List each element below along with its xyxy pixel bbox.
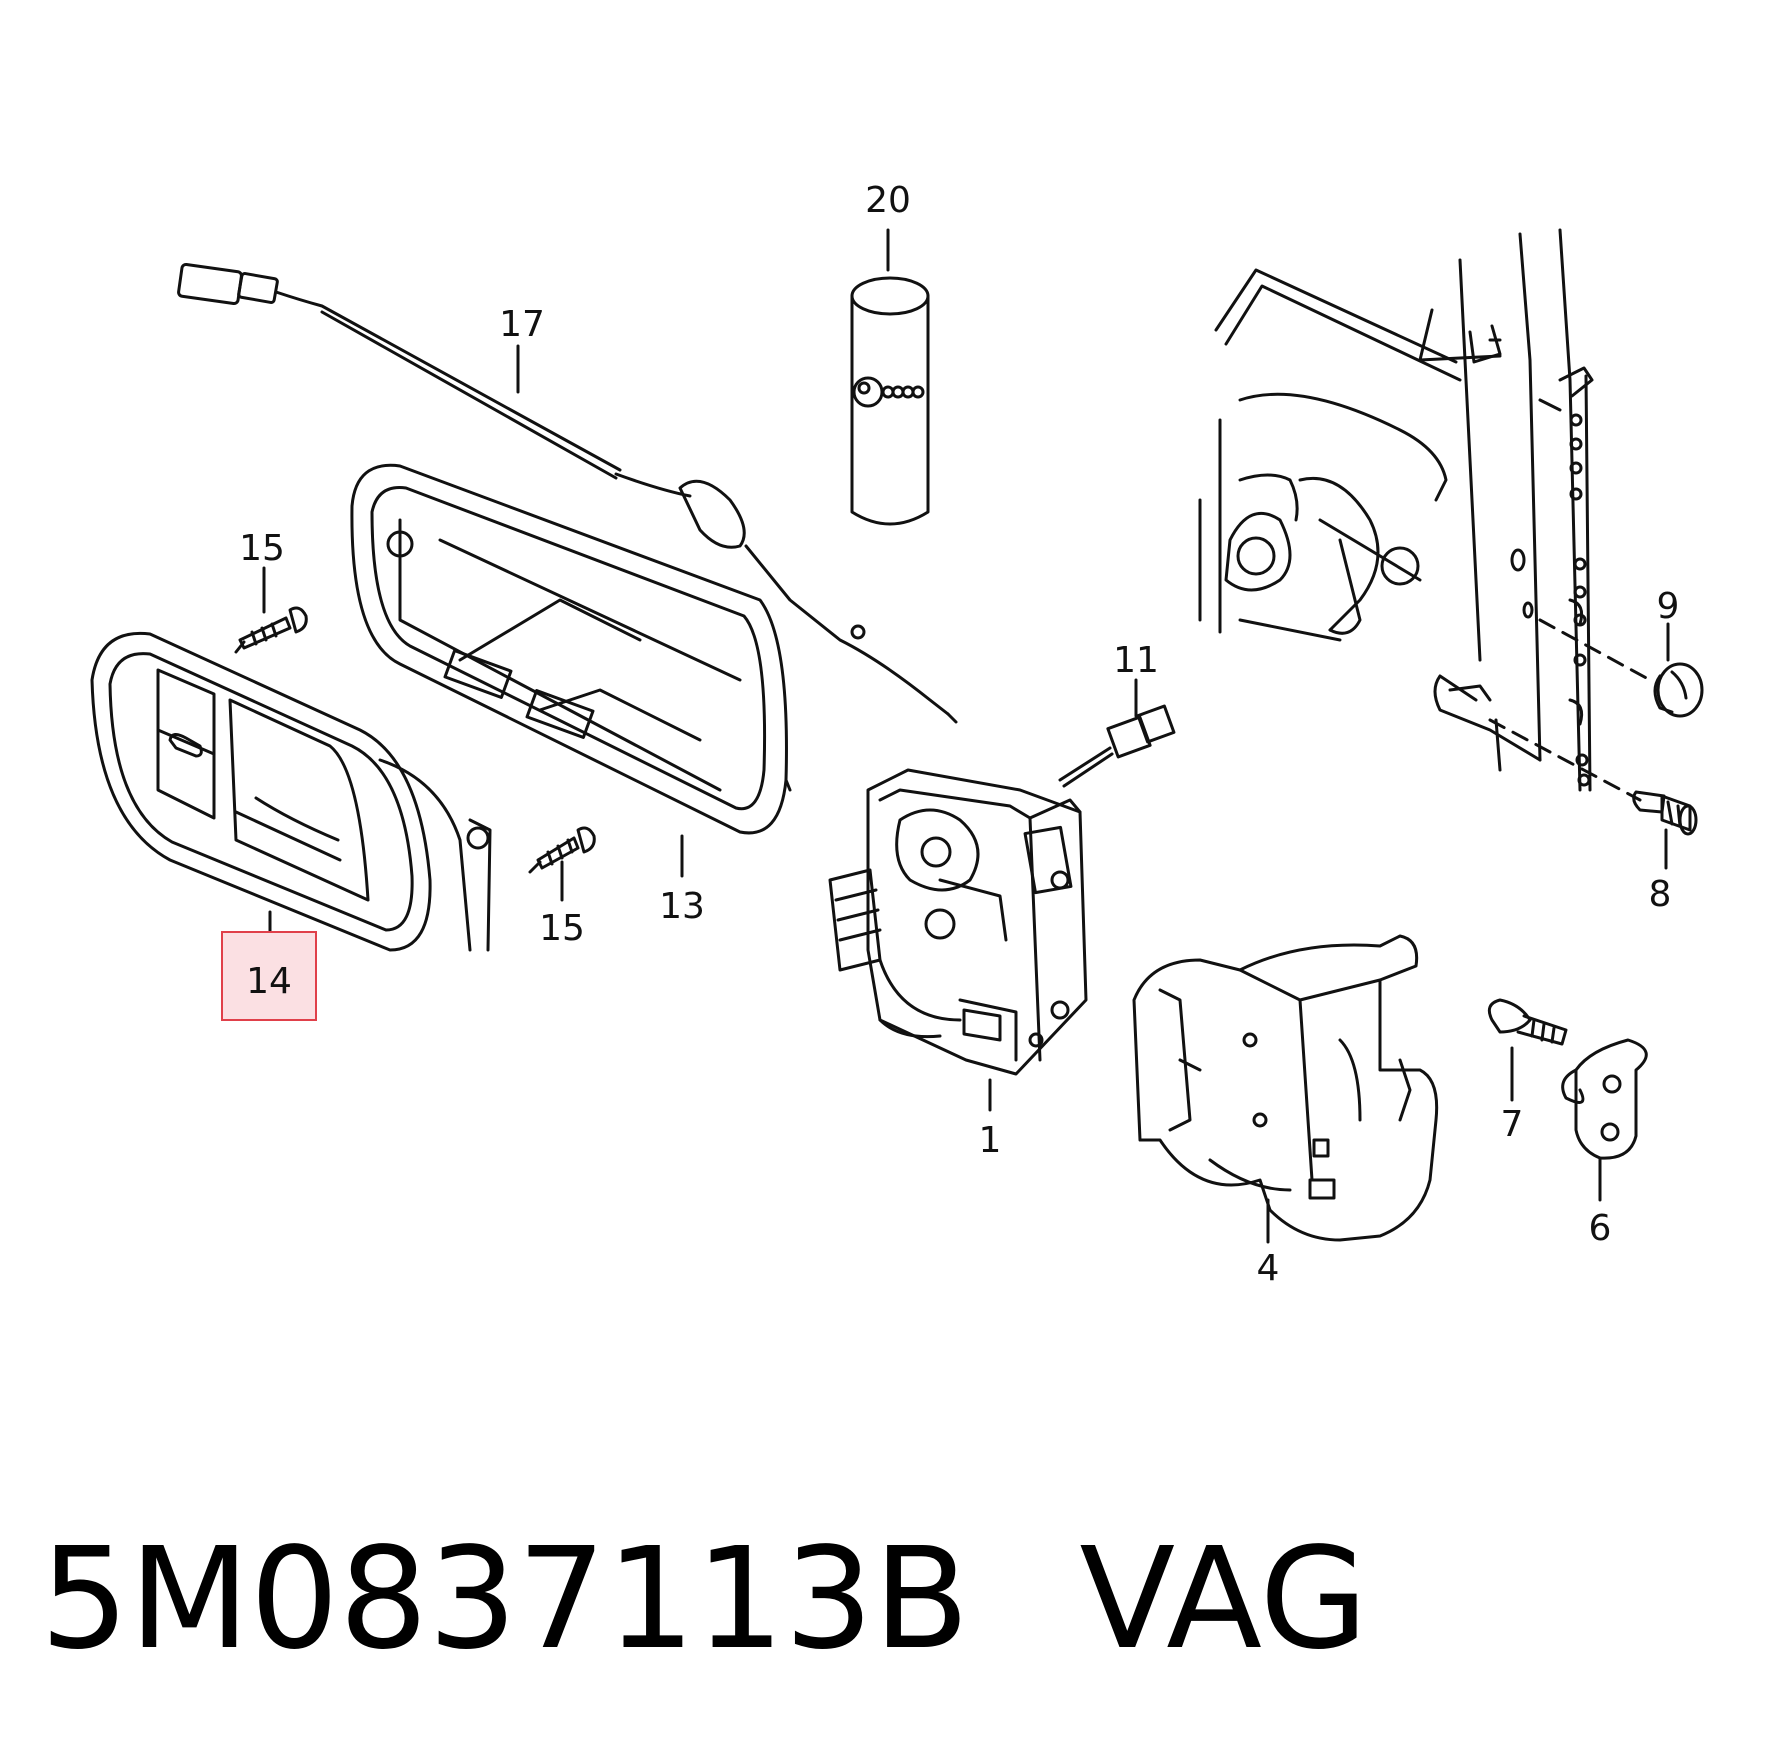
part-label-17: 17 xyxy=(499,304,545,345)
part-number: 5M0837113B xyxy=(40,1518,970,1681)
spray-can-part-20 xyxy=(850,276,930,526)
contact-switch-part-11 xyxy=(1058,704,1176,788)
part-label-6: 6 xyxy=(1589,1208,1612,1249)
part-label-8: 8 xyxy=(1649,874,1672,915)
part-label-15-upper: 15 xyxy=(239,528,285,569)
highlight-box-part-14 xyxy=(221,931,317,1021)
part-label-20: 20 xyxy=(865,180,911,221)
part-label-14: 14 xyxy=(246,961,292,1002)
plug-cap-part-9 xyxy=(1653,662,1704,718)
screw-part-15-lower xyxy=(528,826,596,874)
bolt-part-8 xyxy=(1632,790,1698,836)
bolt-part-7 xyxy=(1487,998,1568,1046)
bowden-cable-part-17 xyxy=(177,262,958,724)
part-label-1: 1 xyxy=(979,1120,1002,1161)
door-lock-part-1 xyxy=(828,768,1088,1076)
part-label-11: 11 xyxy=(1113,640,1159,681)
striker-plate-part-6 xyxy=(1561,1038,1648,1160)
part-label-13: 13 xyxy=(659,886,705,927)
part-label-4: 4 xyxy=(1257,1248,1280,1289)
part-label-15-lower: 15 xyxy=(539,908,585,949)
part-label-7: 7 xyxy=(1501,1104,1524,1145)
door-frame-body-structure xyxy=(1198,228,1594,792)
part-number-caption: 5M0837113B VAG xyxy=(40,1520,1368,1680)
part-label-9: 9 xyxy=(1657,586,1680,627)
brand-name: VAG xyxy=(1079,1518,1369,1681)
handle-housing-frame-part-13 xyxy=(350,463,792,835)
interior-door-handle-part-14 xyxy=(90,631,492,952)
dashed-line-to-8 xyxy=(1488,718,1642,802)
screw-part-15-upper xyxy=(234,606,308,654)
dashed-line-to-9 xyxy=(1538,618,1652,682)
lock-cover-part-4 xyxy=(1132,934,1439,1242)
